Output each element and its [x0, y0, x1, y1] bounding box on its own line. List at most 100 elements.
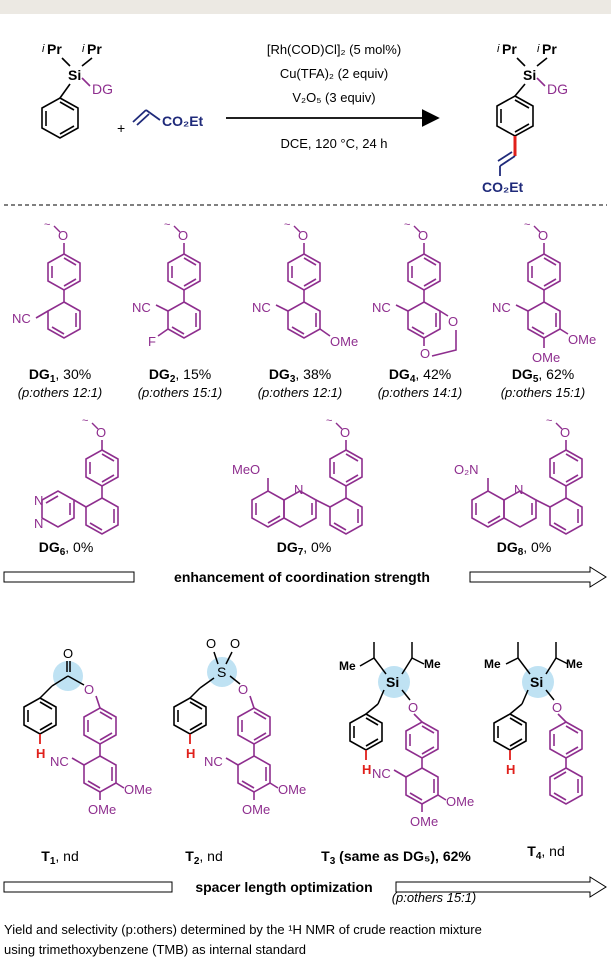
- sm-ipr-right: Pr: [87, 41, 102, 57]
- acrylate-label: CO₂Et: [162, 113, 204, 129]
- dg7-n: N: [294, 482, 303, 497]
- dg4-structure: ~ O NC O O: [372, 219, 458, 361]
- cond-oxidant2: V₂O₅ (3 equiv): [292, 90, 375, 105]
- t4-o: O: [552, 700, 562, 715]
- t2-o1: O: [206, 636, 216, 651]
- dg6-label: DG6, 0%: [39, 539, 94, 558]
- ethyl-acrylate: CO₂Et: [132, 109, 204, 129]
- svg-text:~: ~: [524, 219, 530, 231]
- t2-s: S: [217, 664, 226, 680]
- dg3-ome: OMe: [330, 334, 358, 349]
- t3-selectivity: (p:others 15:1): [392, 890, 477, 905]
- t1-h: H: [36, 746, 45, 761]
- dg8-label: DG8, 0%: [497, 539, 552, 558]
- svg-text:O: O: [418, 228, 428, 243]
- product-ester: CO₂Et: [482, 179, 524, 195]
- dg5-label: DG5, 62%: [512, 366, 574, 385]
- t3-me2: Me: [424, 657, 441, 671]
- conditions: [Rh(COD)Cl]₂ (5 mol%) Cu(TFA)₂ (2 equiv)…: [226, 42, 440, 151]
- sm-ipr-left: Pr: [47, 41, 62, 57]
- t4-me2: Me: [566, 657, 583, 671]
- product-ipr-left: Pr: [502, 41, 517, 57]
- t2-nc: NC: [204, 754, 223, 769]
- svg-text:O: O: [298, 228, 308, 243]
- footnote-line-1: Yield and selectivity (p:others) determi…: [4, 922, 482, 937]
- dg6-n2: N: [34, 516, 43, 531]
- dg5-ome1: OMe: [568, 332, 596, 347]
- t1-label: T1, nd: [41, 848, 78, 867]
- t2-structure: O O S O H NC OMe: [173, 636, 306, 817]
- dg5-ome2: OMe: [532, 350, 560, 365]
- svg-text:O: O: [178, 228, 188, 243]
- dg5-structure: ~ O NC OMe OMe: [492, 219, 596, 365]
- dg4-o1: O: [448, 314, 458, 329]
- t4-label: T4, nd: [527, 843, 564, 862]
- dg2-structure: ~ O NC F: [132, 219, 201, 349]
- svg-text:i: i: [497, 43, 500, 55]
- svg-text:O: O: [560, 425, 570, 440]
- dg1-selectivity: (p:others 12:1): [18, 385, 103, 400]
- dg7-label: DG7, 0%: [277, 539, 332, 558]
- product-dg: DG: [547, 81, 568, 97]
- t4-h: H: [506, 762, 515, 777]
- svg-text:~: ~: [164, 219, 170, 231]
- dg4-selectivity: (p:others 14:1): [378, 385, 463, 400]
- dg1-o: O: [58, 228, 68, 243]
- svg-text:~: ~: [404, 219, 410, 231]
- t2-o3: O: [238, 682, 248, 697]
- starting-material: i Pr i Pr Si DG: [41, 41, 113, 139]
- svg-text:~: ~: [284, 219, 290, 231]
- arrow1-label: enhancement of coordination strength: [174, 569, 430, 585]
- t3-ome2: OMe: [410, 814, 438, 829]
- t1-o1: O: [63, 646, 73, 661]
- dg2-nc: NC: [132, 300, 151, 315]
- dg6-structure: ~ O N N: [34, 415, 119, 535]
- dg2-selectivity: (p:others 15:1): [138, 385, 223, 400]
- t2-ome2: OMe: [242, 802, 270, 817]
- spacer-arrow: spacer length optimization: [3, 876, 607, 898]
- dg3-structure: ~ O NC OMe: [252, 219, 358, 349]
- t3-o: O: [408, 700, 418, 715]
- t3-si: Si: [386, 674, 399, 690]
- dg4-label: DG4, 42%: [389, 366, 451, 385]
- dg3-selectivity: (p:others 12:1): [258, 385, 343, 400]
- template-row: O O H NC OMe: [23, 636, 583, 905]
- dg3-label: DG3, 38%: [269, 366, 331, 385]
- t1-o2: O: [84, 682, 94, 697]
- top-bar: [0, 0, 611, 14]
- dg7-structure: ~ O N MeO: [232, 415, 363, 535]
- dg5-nc: NC: [492, 300, 511, 315]
- footnote-line-2: using trimethoxybenzene (TMB) as interna…: [4, 942, 306, 957]
- t3-me1: Me: [339, 659, 356, 673]
- dg2-f: F: [148, 334, 156, 349]
- t1-ome1: OMe: [124, 782, 152, 797]
- dg4-o2: O: [420, 346, 430, 361]
- t1-nc: NC: [50, 754, 69, 769]
- t1-structure: O O H NC OMe: [23, 646, 152, 817]
- dg4-nc: NC: [372, 300, 391, 315]
- sm-ipr-left-i: i: [42, 43, 45, 55]
- cond-catalyst: [Rh(COD)Cl]₂ (5 mol%): [267, 42, 401, 57]
- svg-text:~: ~: [44, 219, 50, 231]
- t3-nc: NC: [372, 766, 391, 781]
- dg8-no2: O₂N: [454, 462, 479, 477]
- svg-text:~: ~: [546, 415, 552, 427]
- sm-dg: DG: [92, 81, 113, 97]
- t3-label: T3 (same as DG₅), 62%: [321, 848, 471, 867]
- t2-h: H: [186, 746, 195, 761]
- coordination-arrow: enhancement of coordination strength: [3, 566, 607, 588]
- dg6-n1: N: [34, 493, 43, 508]
- svg-text:i: i: [537, 43, 540, 55]
- dg8-structure: ~ O N O₂N: [454, 415, 583, 535]
- sm-ipr-right-i: i: [82, 43, 85, 55]
- svg-text:O: O: [96, 425, 106, 440]
- t2-o2: O: [230, 636, 240, 651]
- t3-ome1: OMe: [446, 794, 474, 809]
- svg-text:~: ~: [82, 415, 88, 427]
- cond-solvent: DCE, 120 °C, 24 h: [280, 136, 387, 151]
- t2-ome1: OMe: [278, 782, 306, 797]
- dg-row-1: ~ O NC ~ O: [12, 219, 596, 365]
- dg3-nc: NC: [252, 300, 271, 315]
- t4-me1: Me: [484, 657, 501, 671]
